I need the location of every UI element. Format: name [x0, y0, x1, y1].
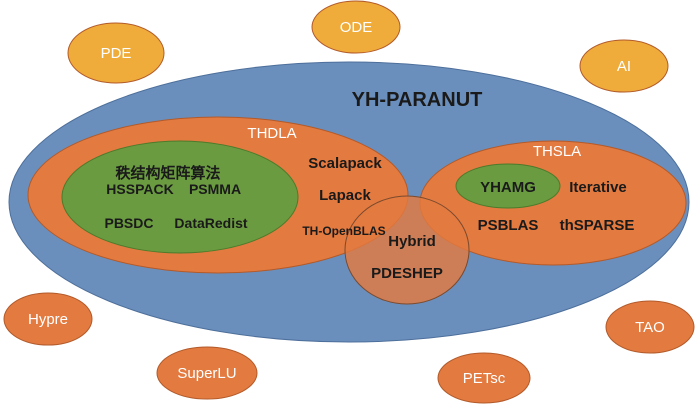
hybrid-label: Hybrid — [388, 233, 436, 250]
yhamg-ellipse — [455, 163, 561, 209]
satellite-pde: PDE — [67, 22, 165, 84]
satellite-tao-shape — [605, 300, 695, 354]
thdla-label: THDLA — [247, 125, 296, 142]
thdla-item-scalapack: Scalapack — [308, 155, 382, 172]
structured-item-psmma: PSMMA — [189, 181, 241, 197]
thsla-item-psblas: PSBLAS — [478, 217, 539, 234]
satellite-superlu-shape — [156, 346, 258, 400]
satellite-hypre: Hypre — [3, 292, 93, 346]
structured-item-pbsdc: PBSDC — [104, 215, 153, 231]
satellite-petsc: PETsc — [437, 352, 531, 404]
satellite-tao: TAO — [605, 300, 695, 354]
satellite-hypre-label: Hypre — [28, 311, 68, 328]
satellite-pde-shape — [67, 22, 165, 84]
structured-group: 秩结构矩阵算法 HSSPACK PSMMA PBSDC DataRedist — [61, 140, 299, 254]
thsla-item-iterative: Iterative — [569, 179, 627, 196]
structured-label: 秩结构矩阵算法 — [115, 164, 220, 182]
thsla-group: THSLA YHAMG Iterative PSBLAS thSPARSE — [419, 140, 687, 266]
thsla-label: THSLA — [533, 143, 581, 160]
hybrid-group: TH-OpenBLAS Hybrid PDESHEP — [302, 195, 470, 305]
hybrid-ellipse — [344, 195, 470, 305]
structured-item-hsspack: HSSPACK — [106, 181, 173, 197]
satellite-ode-shape — [311, 0, 401, 54]
thdla-item-lapack: Lapack — [319, 187, 371, 204]
yhamg-label: YHAMG — [480, 179, 536, 196]
satellite-hypre-shape — [3, 292, 93, 346]
satellite-ode-label: ODE — [340, 19, 373, 36]
hybrid-item-pdeshep: PDESHEP — [371, 265, 443, 282]
satellite-superlu-label: SuperLU — [177, 365, 236, 382]
satellite-superlu: SuperLU — [156, 346, 258, 400]
satellite-ai-shape — [579, 39, 669, 93]
thsla-item-thsparse: thSPARSE — [560, 217, 635, 234]
satellite-pde-label: PDE — [101, 45, 132, 62]
th-openblas-label: TH-OpenBLAS — [302, 224, 385, 238]
satellite-tao-label: TAO — [635, 319, 665, 336]
yh-paranut-title: YH-PARANUT — [352, 89, 483, 111]
satellite-ai-label: AI — [617, 58, 631, 75]
structured-ellipse — [61, 140, 299, 254]
satellite-ode: ODE — [311, 0, 401, 54]
satellite-petsc-label: PETsc — [463, 370, 506, 387]
structured-item-dataredist: DataRedist — [174, 215, 247, 231]
satellite-petsc-shape — [437, 352, 531, 404]
satellite-ai: AI — [579, 39, 669, 93]
